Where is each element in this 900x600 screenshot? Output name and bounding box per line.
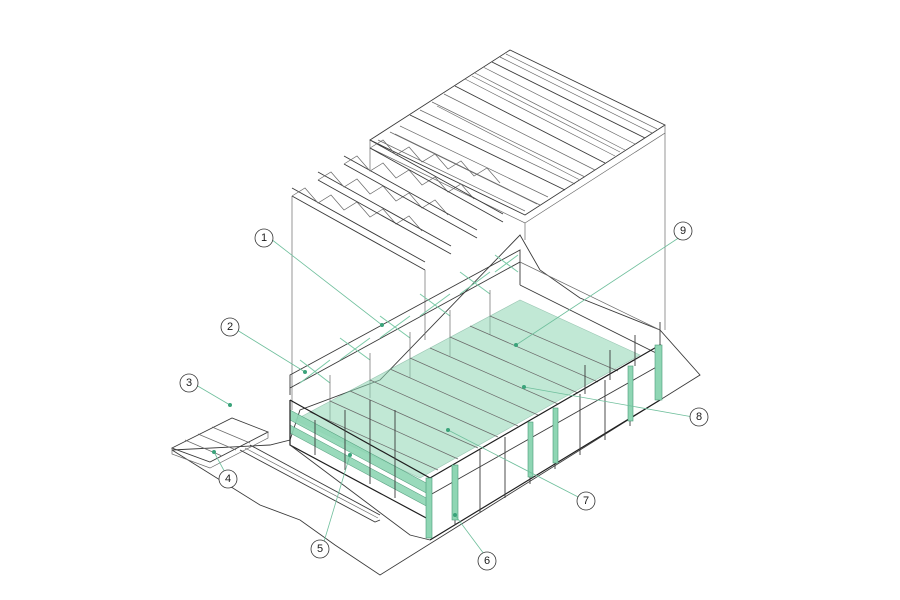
callout-6-label: 6 (484, 555, 490, 567)
callout-6: 6 (477, 551, 497, 571)
clerestory-bracing (299, 254, 519, 384)
callout-2-label: 2 (227, 321, 233, 333)
leader-dots (212, 323, 526, 517)
green-columns (425, 344, 663, 539)
callout-9: 9 (673, 221, 693, 241)
floor-stripes (309, 315, 619, 471)
callout-5-label: 5 (317, 543, 323, 555)
callout-5: 5 (310, 539, 330, 559)
building (289, 249, 663, 541)
ramp (239, 444, 381, 523)
roof-skylights (394, 53, 658, 206)
callout-7: 7 (576, 491, 596, 511)
callout-4: 4 (218, 469, 238, 489)
leader-lines (195, 236, 694, 559)
callout-4-label: 4 (225, 473, 231, 485)
callout-3: 3 (179, 373, 199, 393)
callout-9-label: 9 (680, 225, 686, 237)
callout-8: 8 (689, 407, 709, 427)
entrance-bridge (170, 417, 270, 469)
callout-3-label: 3 (186, 377, 192, 389)
callout-7-label: 7 (583, 495, 589, 507)
roof-panels (369, 49, 666, 224)
hall-floor (294, 299, 641, 479)
callout-2: 2 (220, 317, 240, 337)
roof-trusses (291, 139, 504, 271)
callout-1-label: 1 (261, 232, 267, 244)
roof-corrugation (377, 56, 653, 212)
tall-columns (584, 322, 661, 394)
callout-1: 1 (254, 228, 274, 248)
callout-8-label: 8 (696, 411, 702, 423)
